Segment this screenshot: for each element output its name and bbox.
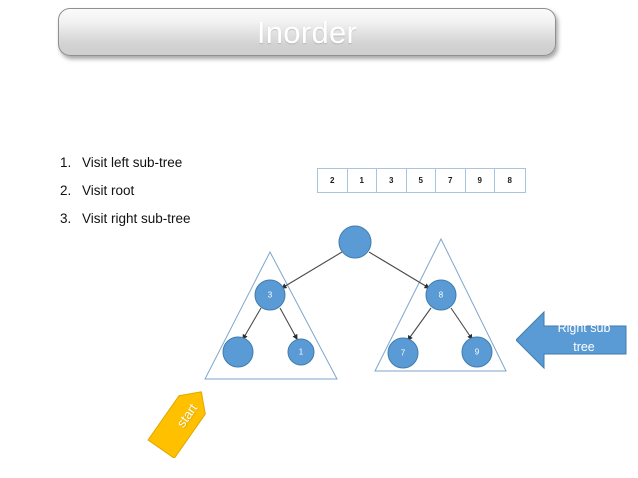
start-arrow-icon [147, 391, 206, 458]
list-item-label: Visit left sub-tree [82, 155, 183, 170]
list-item-number: 1. [60, 155, 72, 170]
tree-node-left-child-a [222, 336, 254, 368]
list-item: 1. Visit left sub-tree [60, 155, 290, 170]
table-cell: 2 [318, 169, 348, 192]
list-item-number: 3. [60, 211, 72, 226]
edge-left-parent-to-child-a [242, 307, 262, 340]
table-cell: 3 [377, 169, 407, 192]
tree-node-right-parent [425, 279, 457, 311]
tree-node-right-child-b [461, 336, 493, 368]
tree-node-left-parent [254, 279, 286, 311]
tree-node-right-parent-label: 8 [439, 291, 444, 300]
left-arrow-icon [516, 310, 627, 370]
edge-root-to-left [281, 251, 343, 289]
tree-node-left-child-b [287, 338, 315, 366]
left-subtree-triangle [204, 250, 338, 380]
start-callout: start [133, 378, 233, 458]
list-item: 3. Visit right sub-tree [60, 211, 290, 226]
tree-node-left-parent-label: 3 [268, 291, 273, 300]
table-cell: 1 [347, 169, 377, 192]
list-item-label: Visit right sub-tree [82, 211, 191, 226]
tree-node-right-child-a [387, 337, 419, 369]
list-item-label: Visit root [82, 183, 135, 198]
steps-list: 1. Visit left sub-tree 2. Visit root 3. … [60, 155, 290, 239]
right-subtree-callout: Right sub tree [516, 308, 628, 372]
tree-node-root [338, 225, 372, 259]
tree-node-left-child-b-label: 1 [299, 348, 304, 357]
edge-right-parent-to-child-a [407, 307, 432, 341]
right-subtree-callout-label: Right sub tree [557, 321, 611, 354]
list-item-number: 2. [60, 183, 72, 198]
edge-right-parent-to-child-b [450, 307, 473, 340]
table-cell: 7 [436, 169, 466, 192]
tree-node-right-child-b-label: 9 [475, 348, 480, 357]
table-cell: 9 [465, 169, 495, 192]
tree-node-right-child-a-label: 7 [401, 349, 406, 358]
table-cell: 5 [406, 169, 436, 192]
page-title: Inorder [256, 14, 358, 50]
title-banner: Inorder [58, 8, 556, 56]
right-subtree-triangle [374, 237, 507, 372]
traversal-sequence-table: 2 1 3 5 7 9 8 [317, 168, 526, 193]
edge-root-to-right [368, 251, 430, 289]
list-item: 2. Visit root [60, 183, 290, 198]
table-cell: 8 [495, 169, 525, 192]
edge-left-parent-to-child-b [279, 307, 298, 340]
